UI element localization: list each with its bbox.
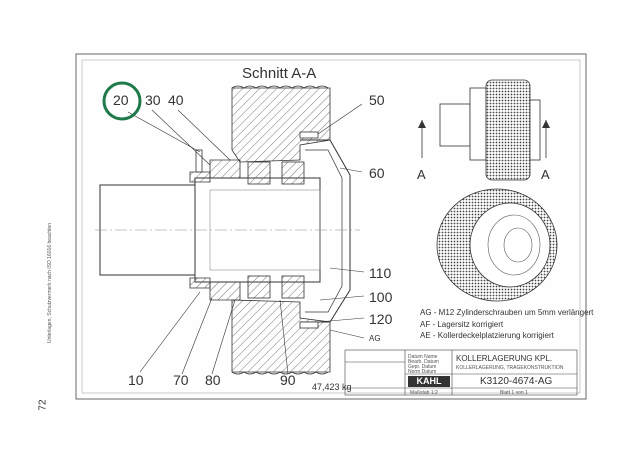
callout-60: 60 (369, 165, 385, 181)
callout-70: 70 (173, 372, 189, 388)
highlight-circle (102, 81, 142, 121)
revision-row-3: Gepr. Datum (408, 364, 437, 370)
isometric-roller (436, 188, 558, 302)
view-label-right: A (541, 167, 550, 182)
kahl-logo: KAHL (408, 376, 450, 387)
callout-30: 30 (145, 92, 161, 108)
callout-10: 10 (128, 372, 144, 388)
callout-ag: AG (369, 334, 381, 343)
revision-row-4: Norm Datum (408, 369, 437, 375)
footer-left: Maßstab 1:2 (410, 390, 438, 396)
callout-20: 20 (113, 92, 129, 108)
callout-50: 50 (369, 92, 385, 108)
revision-row-1: Datum Name (408, 354, 438, 360)
revision-note-ae: AE - Kollerdeckelplatzierung korrigiert (420, 331, 554, 340)
callout-120: 120 (369, 311, 393, 327)
side-note: Unterlagen, Schutzvermerk nach ISO 16016… (47, 222, 53, 343)
callout-40: 40 (168, 92, 184, 108)
section-title: Schnitt A-A (242, 65, 317, 82)
footer-right: Blatt 1 von 1 (500, 390, 528, 396)
callout-110: 110 (369, 265, 392, 281)
drawing-subtitle: KOLLERLAGERUNG, TRAGEKONSTRUKTION (456, 365, 564, 371)
roller-section (95, 85, 360, 375)
side-view (418, 79, 550, 181)
drawing-number: K3120-4674-AG (480, 376, 553, 387)
view-label-left: A (417, 167, 426, 182)
callout-90: 90 (280, 372, 296, 388)
leader-lines (127, 103, 365, 375)
revision-note-af: AF - Lagersitz korrigiert (420, 320, 504, 329)
title-block-frame (344, 349, 578, 396)
page-number: 72 (37, 399, 49, 411)
sheet-border (75, 53, 587, 400)
weight-label: 47,423 kg (312, 382, 352, 392)
revision-note-ag: AG - M12 Zylinderschrauben um 5mm verlän… (420, 308, 594, 317)
revision-row-2: Bearb. Datum (408, 359, 439, 365)
drawing-title: KOLLERLAGERUNG KPL. (456, 354, 553, 363)
callout-80: 80 (205, 372, 221, 388)
callout-100: 100 (369, 289, 393, 305)
inner-border (81, 59, 581, 394)
